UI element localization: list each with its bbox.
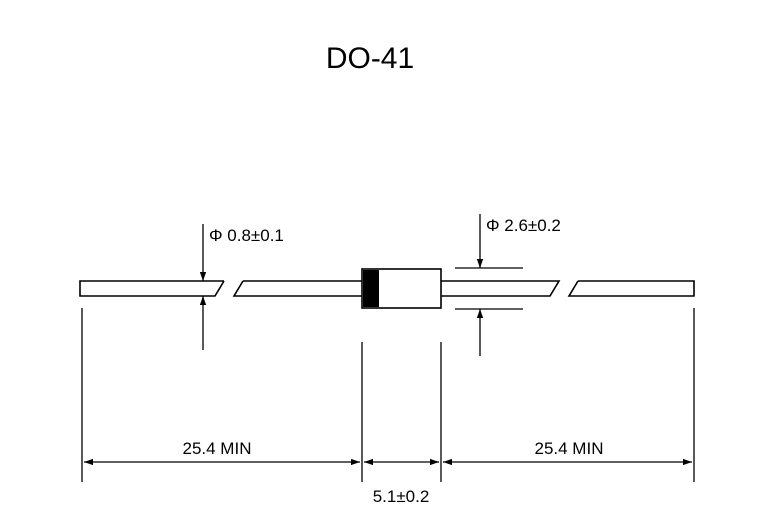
diode-body xyxy=(361,268,442,309)
lead-diameter-label: Φ 0.8±0.1 xyxy=(209,226,284,245)
left-lead-length-label: 25.4 MIN xyxy=(183,439,252,458)
right-lead-length-dimension: 25.4 MIN xyxy=(443,439,692,466)
body-diameter-label: Φ 2.6±0.2 xyxy=(486,216,561,235)
body-diameter-dimension: Φ 2.6±0.2 xyxy=(455,214,561,356)
cathode-band xyxy=(363,270,379,307)
body-length-dimension: 5.1±0.2 xyxy=(364,458,439,506)
package-title: DO-41 xyxy=(326,42,414,75)
body-length-label: 5.1±0.2 xyxy=(373,487,430,506)
lead-diameter-dimension: Φ 0.8±0.1 xyxy=(199,224,284,350)
extension-lines xyxy=(81,308,695,482)
left-lead-length-dimension: 25.4 MIN xyxy=(84,439,360,466)
right-lead-length-label: 25.4 MIN xyxy=(535,439,604,458)
left-lead xyxy=(79,280,362,297)
right-lead xyxy=(441,280,695,297)
